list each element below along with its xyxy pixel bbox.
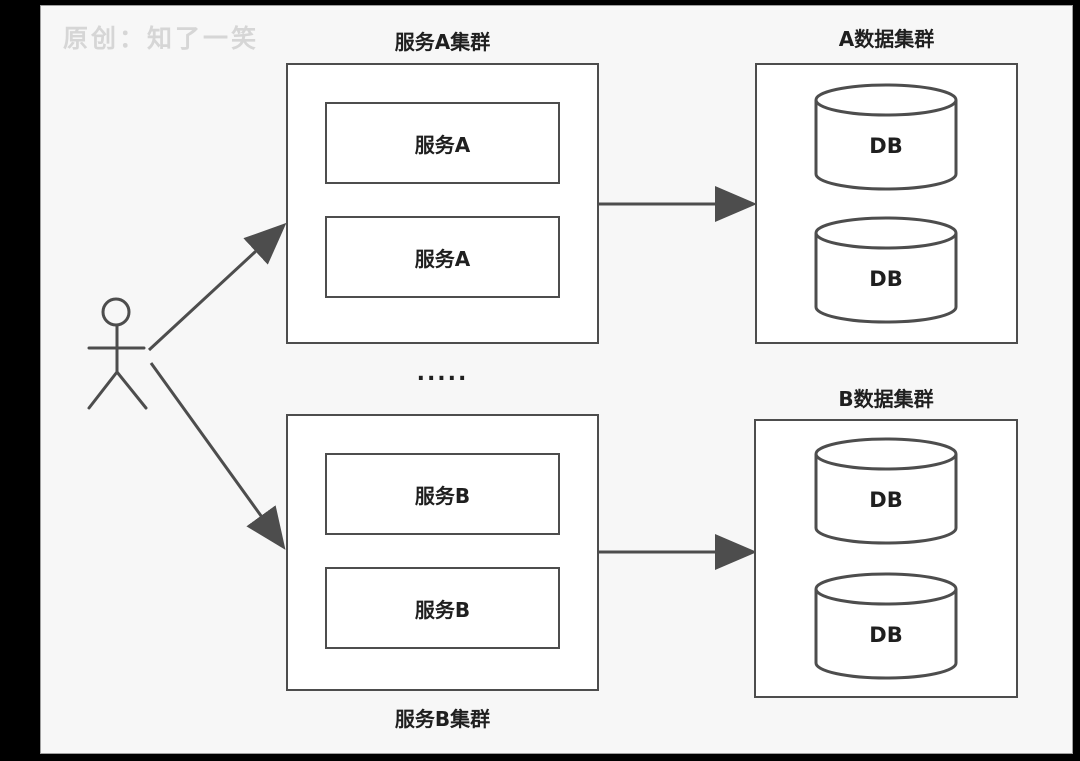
- arrow-user-to-service-cluster-a: [147, 222, 287, 352]
- service-cluster-a: 服务A 服务A: [286, 63, 599, 344]
- db-label: DB: [869, 623, 903, 647]
- database-icon: [814, 437, 958, 545]
- service-b-node-1: 服务B: [325, 453, 560, 535]
- user-actor-icon: [87, 297, 148, 410]
- watermark-text: 原创：知了一笑: [63, 24, 260, 53]
- database-icon: [814, 572, 958, 680]
- service-a-node-2: 服务A: [325, 216, 560, 298]
- db-cylinder-a1: DB: [813, 82, 959, 192]
- service-cluster-b-title: 服务B集群: [394, 707, 491, 731]
- db-cylinder-a2: DB: [813, 215, 959, 325]
- arrow-user-to-service-cluster-b: [149, 362, 286, 550]
- data-cluster-b-title: B数据集群: [838, 387, 934, 411]
- data-cluster-a-title: A数据集群: [838, 27, 935, 51]
- db-cylinder-b1: DB: [813, 436, 959, 546]
- db-label: DB: [869, 134, 903, 158]
- db-label: DB: [869, 267, 903, 291]
- service-a-node-1: 服务A: [325, 102, 560, 184]
- database-icon: [814, 216, 958, 324]
- service-cluster-b: 服务B 服务B: [286, 414, 599, 691]
- connector-layer: [87, 186, 757, 570]
- ellipsis-between-clusters: .....: [416, 361, 469, 386]
- db-label: DB: [869, 488, 903, 512]
- db-cylinder-b2: DB: [813, 571, 959, 681]
- service-cluster-a-title: 服务A集群: [394, 30, 491, 54]
- diagram-canvas: 原创：知了一笑 服务A集群 服务A 服务A ..... 服务B 服务B 服务B集…: [40, 5, 1073, 754]
- service-b-node-2: 服务B: [325, 567, 560, 649]
- database-icon: [814, 83, 958, 191]
